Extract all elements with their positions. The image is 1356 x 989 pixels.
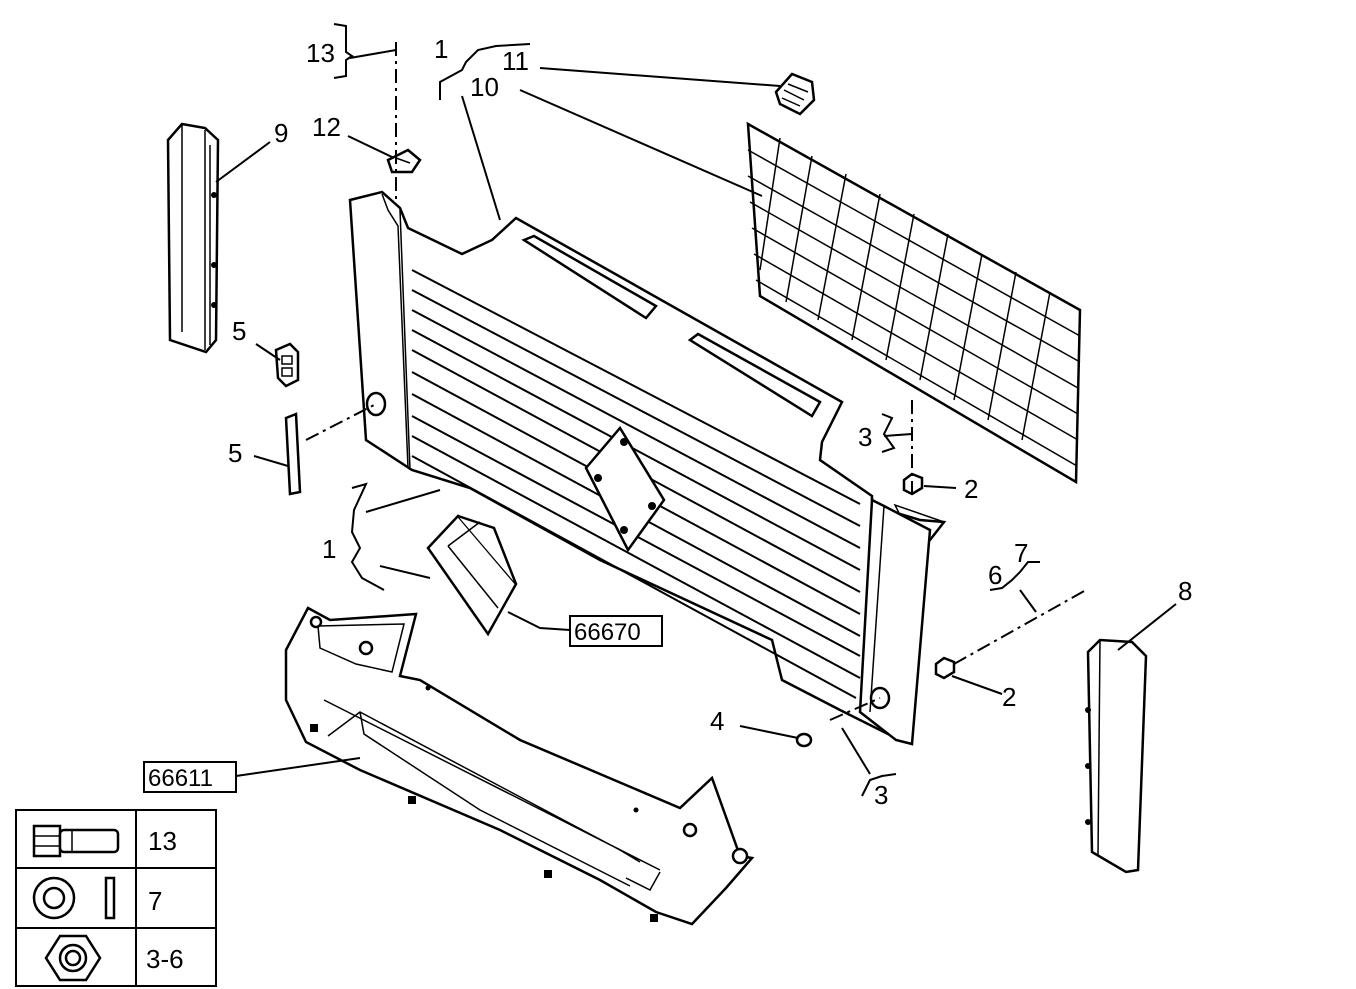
grille-panel-part: [348, 190, 947, 746]
callout-3-right: 3: [858, 422, 872, 452]
nut-lower-part: [934, 656, 956, 680]
callout-9: 9: [274, 118, 288, 148]
callout-13: 13: [306, 38, 335, 68]
washer-4-part: [795, 732, 813, 748]
legend-row-3-label: 3-6: [146, 944, 184, 974]
leader-lines: [215, 49, 1177, 777]
callout-7: 7: [1014, 538, 1028, 568]
washer-icon: [32, 876, 116, 920]
emblem-part: [774, 72, 816, 116]
callout-5-upper: 5: [232, 316, 246, 346]
fastener-legend: 13 7 3-6: [15, 809, 217, 987]
right-side-column-part: [1085, 638, 1148, 874]
reference-box-66611: 66611: [143, 761, 237, 793]
reference-66670-label: 66670: [574, 619, 641, 646]
legend-row-1-label: 13: [148, 826, 177, 856]
callout-3-bottom: 3: [874, 780, 888, 810]
left-side-column-part: [166, 122, 220, 354]
callout-10: 10: [470, 72, 499, 102]
callout-5-lower: 5: [228, 438, 242, 468]
brackets: [333, 23, 1040, 797]
reference-66611-label: 66611: [148, 765, 213, 792]
seal-strip-part: [284, 412, 302, 496]
callout-1-top: 1: [434, 34, 448, 64]
lower-bumper-part: [284, 606, 755, 926]
callout-11: 11: [502, 46, 529, 76]
clip-part: [386, 148, 422, 174]
hex-nut-icon: [44, 934, 102, 982]
callout-8: 8: [1178, 576, 1192, 606]
filter-box-part: [426, 514, 518, 637]
small-block-part: [274, 342, 300, 388]
callout-12: 12: [312, 112, 341, 142]
legend-row-2-label: 7: [148, 886, 162, 916]
callout-4: 4: [710, 706, 724, 736]
callout-2-lower: 2: [1002, 682, 1016, 712]
reference-box-66670: 66670: [569, 615, 663, 647]
bolt-icon: [32, 824, 120, 858]
callout-6: 6: [988, 560, 1002, 590]
callout-2-upper: 2: [964, 474, 978, 504]
callout-1-left: 1: [322, 534, 336, 564]
mesh-screen-part: [746, 121, 1082, 485]
